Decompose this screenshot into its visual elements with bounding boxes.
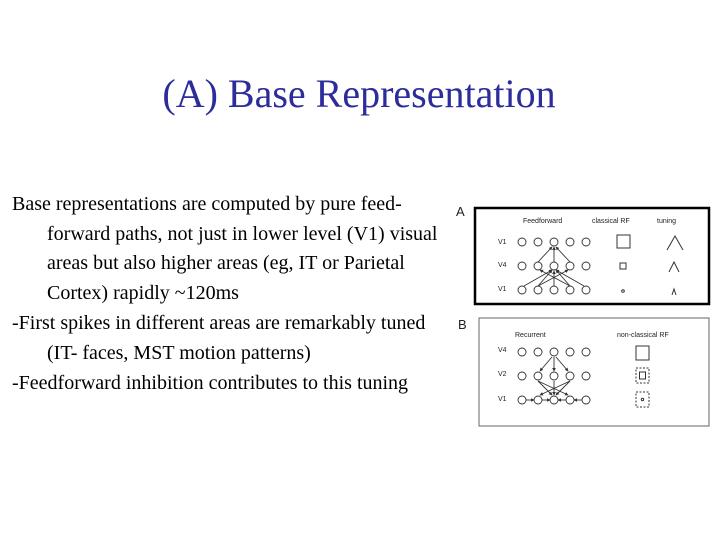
panel-a-frame bbox=[473, 206, 711, 306]
panel-a-header-feedforward: Feedforward bbox=[523, 218, 562, 225]
slide-title: (A) Base Representation bbox=[162, 71, 556, 116]
panel-b-letter: B bbox=[458, 317, 467, 332]
panel-a-classical-rf bbox=[616, 234, 631, 293]
panel-a-layer-top: V1 bbox=[498, 239, 507, 246]
panel-b-layer-bottom: V1 bbox=[498, 396, 507, 403]
panel-a-layer-mid: V4 bbox=[498, 262, 507, 269]
bullet-base-representations: Base representations are computed by pur… bbox=[12, 193, 438, 304]
bullet-feedforward-inhibition: -Feedforward inhibition contributes to t… bbox=[12, 372, 409, 394]
panel-b-frame bbox=[478, 317, 710, 427]
panel-b-layer-top: V4 bbox=[498, 347, 507, 354]
panel-a-network bbox=[517, 237, 591, 295]
panel-a-header-tuning: tuning bbox=[657, 218, 676, 225]
panel-a-tuning-curves bbox=[666, 234, 684, 296]
bullet-first-spikes: -First spikes in different areas are rem… bbox=[12, 312, 426, 364]
panel-b-header-non-classical-rf: non-classical RF bbox=[617, 332, 669, 339]
panel-b-layer-mid: V2 bbox=[498, 371, 507, 378]
panel-b-network bbox=[517, 347, 591, 405]
figure-svg: A Feedforward classical RF tuning V1 V4 … bbox=[456, 204, 711, 427]
panel-b-non-classical-rf bbox=[635, 345, 650, 408]
panel-a-layer-bottom: V1 bbox=[498, 286, 507, 293]
neural-pathway-figure: A Feedforward classical RF tuning V1 V4 … bbox=[455, 196, 713, 432]
body-text: Base representations are computed by pur… bbox=[12, 190, 444, 399]
panel-b-header-recurrent: Recurrent bbox=[515, 332, 546, 339]
panel-a-header-classical-rf: classical RF bbox=[592, 218, 630, 225]
panel-a-letter: A bbox=[456, 204, 465, 219]
